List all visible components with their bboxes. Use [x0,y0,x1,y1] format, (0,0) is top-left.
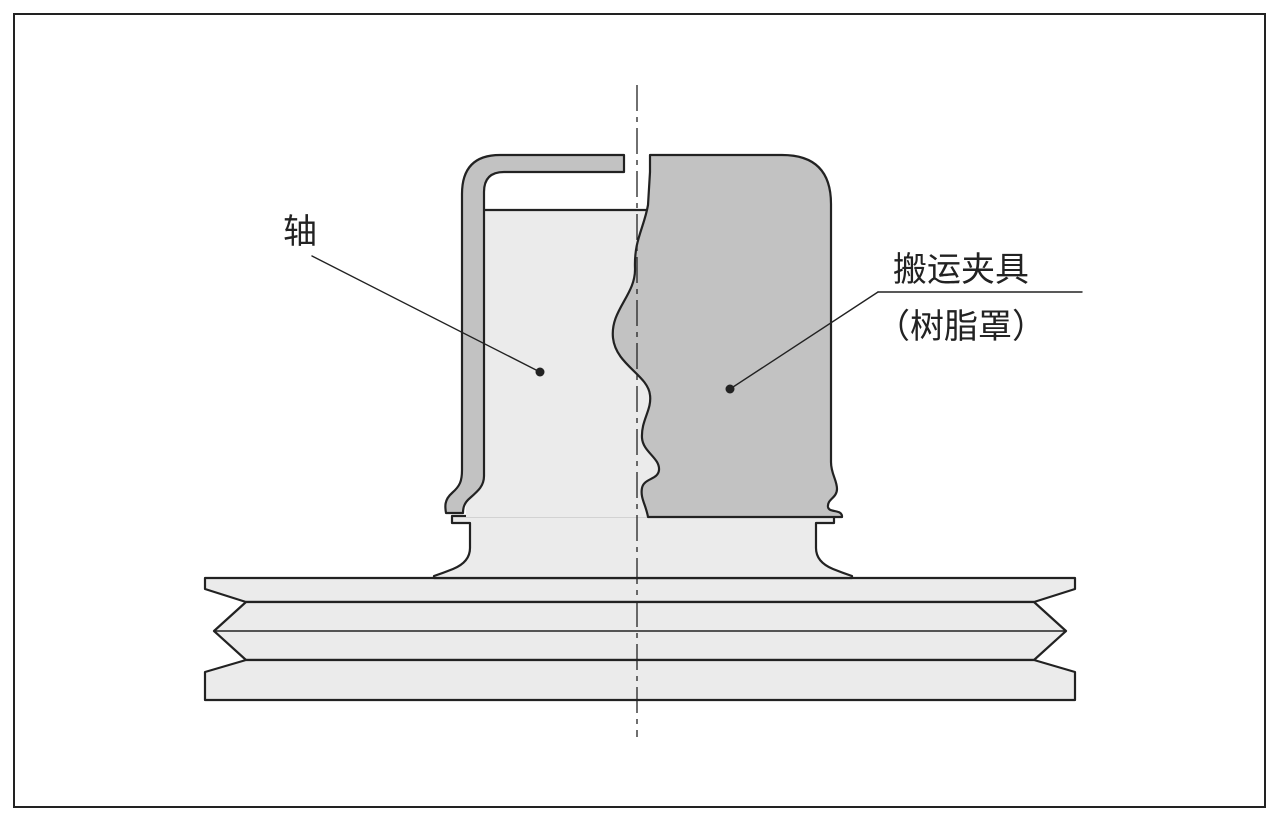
hub-neck [432,514,854,580]
shaft-label: 轴 [283,213,317,251]
shaft-leader-dot [535,367,545,377]
jig-leader-dot [725,384,735,394]
resin-cover-body [611,153,844,519]
pulley-bottom-flange [203,658,1077,702]
jig-leader-line [729,291,879,390]
shaft-leader-line [311,255,541,373]
jig-label-line2: （树脂罩） [876,308,1046,346]
resin-cover-wall-section [444,153,626,515]
pulley-top-flange [203,576,1077,604]
jig-label-line1: 搬运夹具 [893,251,1029,289]
